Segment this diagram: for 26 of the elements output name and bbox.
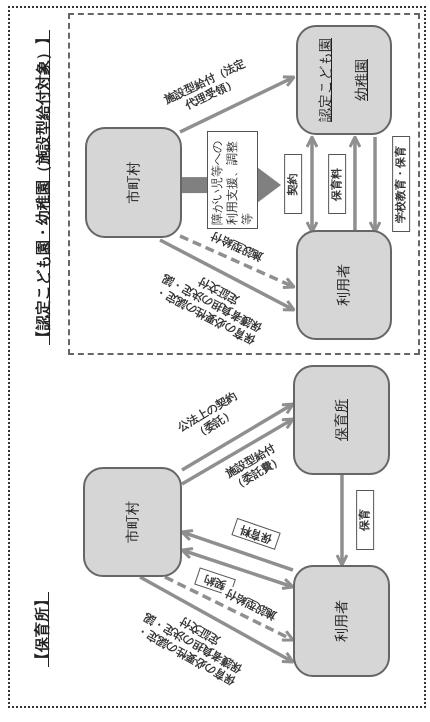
entity-box: 認定こども園 幼稚園 <box>296 25 392 135</box>
arrow <box>180 546 294 590</box>
arrow <box>180 529 294 572</box>
entity-box: 市町村 <box>85 127 182 238</box>
arrow <box>306 136 318 234</box>
arrow <box>335 475 348 566</box>
entity-box: 利用者 <box>293 565 390 677</box>
edge-label: 学校教育・保育 <box>392 136 410 232</box>
arrow <box>368 137 382 234</box>
entity-box: 保育所 <box>293 365 390 475</box>
section-heading: 【認定こども園・幼稚園（施設型給付対象）】 <box>34 30 53 345</box>
edge-label: 保育料 <box>231 518 280 550</box>
section-heading: 【保育所】 <box>33 592 52 667</box>
arrow <box>164 575 294 642</box>
arrow <box>348 136 362 232</box>
edge-label: 保育料 <box>328 154 346 214</box>
arrow <box>181 418 294 486</box>
edge-label: 保育 <box>356 490 374 550</box>
arrow <box>179 75 296 134</box>
arrow <box>139 575 294 664</box>
arrow <box>181 402 294 472</box>
entity-box: 利用者 <box>296 230 392 340</box>
arrow <box>159 238 296 312</box>
entity-box: 市町村 <box>83 467 182 577</box>
edge-label: 契約 <box>284 154 302 214</box>
arrow <box>179 234 296 289</box>
